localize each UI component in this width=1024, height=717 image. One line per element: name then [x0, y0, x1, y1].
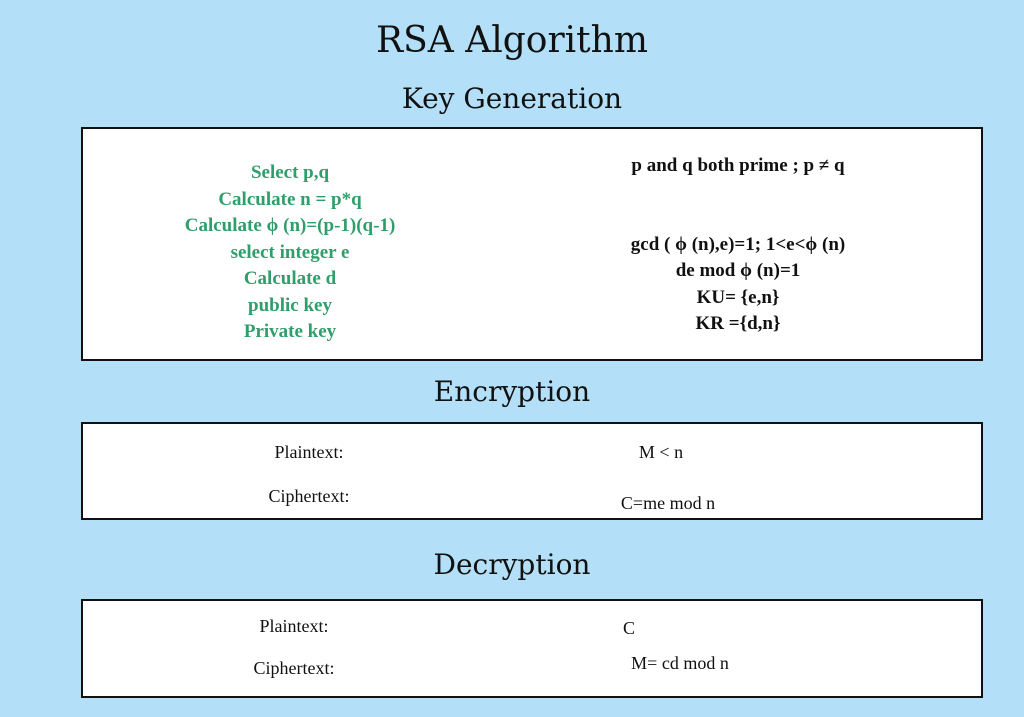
condition-primes: p and q both prime ; p ≠ q [631, 155, 845, 176]
encryption-plaintext-label: Plaintext: [274, 442, 344, 462]
step-calculate-n: Calculate n = p*q [218, 189, 362, 210]
decryption-plaintext-value: C [622, 618, 636, 638]
encryption-ciphertext-value: C=me mod n [620, 493, 716, 513]
decryption-ciphertext-value: M= cd mod n [631, 653, 729, 673]
condition-private-key: KR ={d,n} [695, 313, 781, 334]
condition-gcd: gcd ( ϕ (n),e)=1; 1<e<ϕ (n) [630, 234, 846, 255]
decryption-heading: Decryption [433, 548, 591, 581]
condition-public-key: KU= {e,n} [696, 287, 780, 308]
page-title: RSA Algorithm [376, 20, 648, 61]
decryption-ciphertext-label: Ciphertext: [253, 658, 335, 678]
decryption-plaintext-label: Plaintext: [259, 616, 329, 636]
encryption-ciphertext-label: Ciphertext: [268, 486, 350, 506]
step-private-key: Private key [243, 321, 337, 342]
step-select-pq: Select p,q [250, 162, 330, 183]
step-calculate-d: Calculate d [243, 268, 337, 289]
key-generation-heading: Key Generation [401, 82, 623, 115]
encryption-heading: Encryption [433, 375, 591, 408]
decryption-box: Plaintext: C Ciphertext: M= cd mod n [81, 599, 983, 698]
encryption-plaintext-value: M < n [638, 442, 684, 462]
encryption-box: Plaintext: M < n Ciphertext: C=me mod n [81, 422, 983, 520]
step-public-key: public key [248, 295, 332, 316]
step-select-e: select integer e [230, 242, 350, 263]
step-calculate-phi: Calculate ϕ (n)=(p-1)(q-1) [184, 215, 396, 236]
key-generation-box: Select p,q Calculate n = p*q Calculate ϕ… [81, 127, 983, 361]
condition-de-mod: de mod ϕ (n)=1 [675, 260, 801, 281]
